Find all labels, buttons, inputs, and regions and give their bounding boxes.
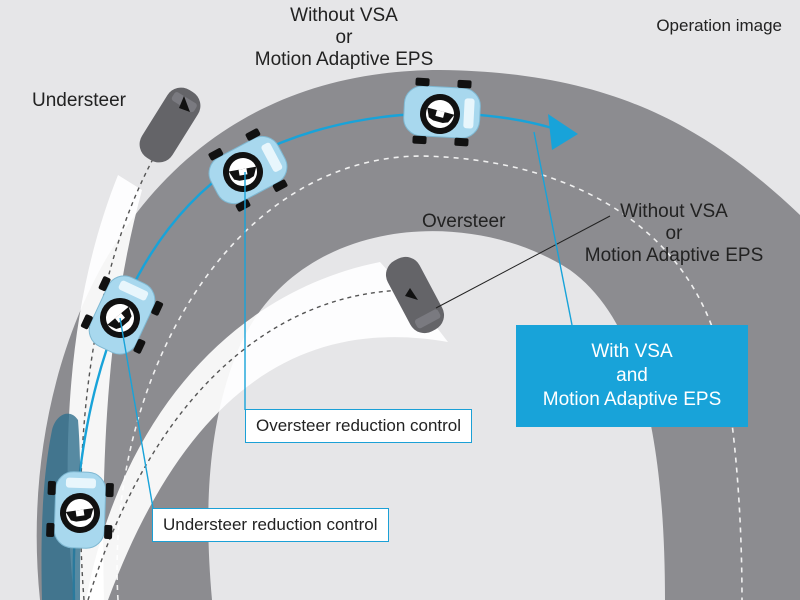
with-vsa-line3: Motion Adaptive EPS [542, 389, 722, 410]
callout-line [533, 131, 573, 326]
path-arrow-icon [548, 114, 578, 150]
oversteer-label: Oversteer [422, 211, 506, 232]
oversteer-trail [86, 262, 448, 600]
callout-line [435, 215, 611, 309]
operation-image-label: Operation image [656, 16, 782, 35]
oversteer-control-box: Oversteer reduction control [245, 409, 473, 443]
without-label-top-line3: Motion Adaptive EPS [254, 49, 434, 70]
with-vsa-box: With VSA and Motion Adaptive EPS [516, 325, 748, 427]
understeer-label: Understeer [32, 90, 126, 111]
lane-marking [116, 155, 743, 600]
car-arrow-icon [405, 288, 418, 300]
without-label-right-line1: Without VSA [620, 201, 728, 222]
understeer-control-box: Understeer reduction control [152, 508, 389, 542]
without-label-top-line2: or [335, 27, 353, 48]
without-label-top: Without VSA or Motion Adaptive EPS [236, 5, 452, 71]
callout-line [119, 317, 154, 509]
without-label-right: Without VSA or Motion Adaptive EPS [565, 201, 783, 267]
without-label-right-line3: Motion Adaptive EPS [584, 245, 764, 266]
with-vsa-line1: With VSA [591, 341, 673, 362]
without-label-right-line2: or [665, 223, 683, 244]
oversteer-path [87, 289, 413, 600]
car-arrow-icon [179, 96, 190, 112]
without-label-top-line1: Without VSA [290, 5, 398, 26]
with-vsa-line2: and [616, 365, 648, 386]
